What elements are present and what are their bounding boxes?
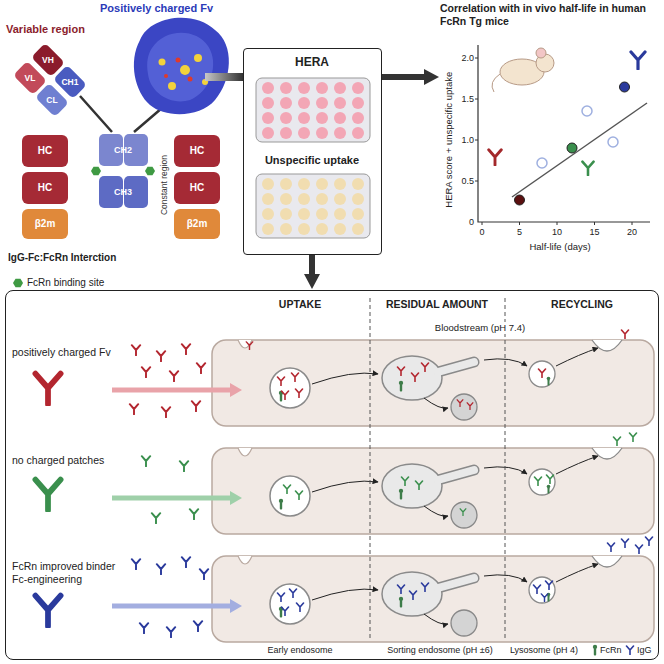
well-plates bbox=[256, 78, 370, 238]
text-label: VL bbox=[25, 73, 36, 83]
legend-text: IgG bbox=[637, 645, 652, 656]
antibody-figure bbox=[13, 18, 243, 288]
text-label: VH bbox=[42, 55, 54, 65]
node-text: RECYCLING bbox=[551, 298, 613, 311]
text-label: CH1 bbox=[61, 77, 78, 87]
node-text: RESIDUAL AMOUNT bbox=[386, 298, 488, 311]
text-label: no charged patches bbox=[12, 454, 104, 467]
text-label: 0 bbox=[479, 227, 484, 238]
node-text: Unspecific uptake bbox=[265, 154, 359, 167]
text-label: Half-life (days) bbox=[529, 241, 590, 252]
text-label: Lysosome (pH 4) bbox=[510, 645, 578, 656]
text-label: Fc-engineering bbox=[12, 573, 82, 586]
text-label: 15 bbox=[589, 227, 599, 238]
text-label: FcRn improved binder bbox=[12, 560, 115, 573]
text-label: Bloodstream (pH 7.4) bbox=[433, 322, 527, 333]
text-label: 2.0 bbox=[461, 53, 474, 64]
text-label: β2m bbox=[35, 218, 56, 230]
text-label: Variable region bbox=[6, 23, 85, 36]
text-label: HC bbox=[38, 182, 52, 194]
text-label: Constant region bbox=[159, 155, 169, 215]
text-label: CH3 bbox=[114, 187, 132, 198]
text-label: HERA score + unspecific uptake bbox=[443, 72, 454, 208]
scatter-chart bbox=[475, 45, 650, 225]
text-label: 0.5 bbox=[461, 176, 474, 187]
assay-box: HERA Unspecific uptake bbox=[243, 48, 382, 255]
trafficking-illustration bbox=[35, 298, 654, 655]
text-label: 5 bbox=[517, 227, 522, 238]
node-text: HERA bbox=[295, 55, 329, 69]
connector-arrow bbox=[304, 255, 320, 289]
legend-text: FcRn binding site bbox=[27, 277, 104, 289]
text-label: Early endosome bbox=[267, 645, 332, 656]
text-label: HC bbox=[38, 145, 52, 157]
text-label: positively charged Fv bbox=[12, 346, 111, 359]
text-label: 1.0 bbox=[461, 135, 474, 146]
node-text: Correlation with in vivo half-life in hu… bbox=[440, 2, 658, 27]
text-label: 20 bbox=[627, 227, 637, 238]
legend-text: FcRn bbox=[600, 645, 622, 656]
text-label: HC bbox=[190, 145, 204, 157]
connector-arrow bbox=[382, 69, 439, 85]
text-label: Sorting endosome (pH ±6) bbox=[387, 645, 493, 656]
node-text: UPTAKE bbox=[279, 298, 321, 311]
text-label: HC bbox=[190, 182, 204, 194]
text-label: 1.5 bbox=[461, 94, 474, 105]
text-label: CH2 bbox=[114, 145, 132, 156]
text-label: 0 bbox=[469, 217, 474, 228]
text-label: CL bbox=[46, 95, 57, 105]
text-label: IgG-Fc:FcRn Interction bbox=[8, 252, 116, 264]
text-label: 10 bbox=[552, 227, 562, 238]
text-label: β2m bbox=[187, 218, 208, 230]
mechanism-panel: UPTAKE RESIDUAL AMOUNT RECYCLING bbox=[5, 290, 659, 660]
text-label: Positively charged Fv bbox=[100, 2, 213, 15]
